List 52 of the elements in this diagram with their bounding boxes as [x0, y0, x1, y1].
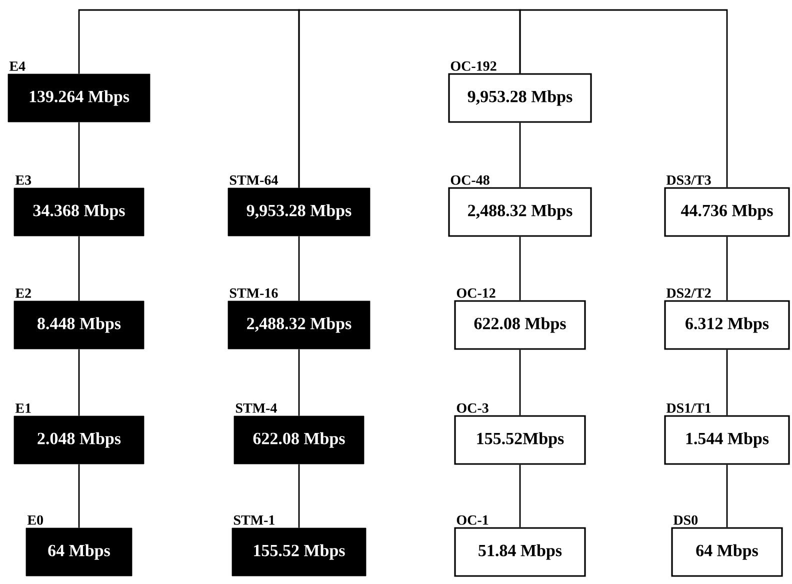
rate-box: 6.312 Mbps	[664, 300, 790, 350]
connector-line	[726, 350, 728, 416]
connector-line	[78, 236, 80, 301]
rate-box: 44.736 Mbps	[664, 187, 790, 237]
level-label: E2	[15, 288, 31, 298]
connector-line	[298, 349, 300, 416]
connector-line	[519, 236, 521, 300]
rate-box: 34.368 Mbps	[14, 188, 144, 236]
rate-box: 2,488.32 Mbps	[448, 187, 592, 237]
rate-box: 2.048 Mbps	[14, 416, 144, 464]
rate-box: 2,488.32 Mbps	[228, 300, 370, 350]
level-label: OC-1	[456, 515, 488, 525]
rate-box: 139.264 Mbps	[8, 74, 150, 122]
rate-box: 8.448 Mbps	[14, 300, 144, 350]
rate-box: 9,953.28 Mbps	[228, 188, 370, 236]
level-label: DS1/T1	[666, 403, 711, 413]
level-label: STM-16	[230, 288, 278, 298]
level-label: OC-12	[456, 288, 496, 298]
rate-box: 64 Mbps	[26, 528, 132, 576]
level-label: STM-4	[236, 403, 277, 413]
connector-line	[78, 349, 80, 416]
level-label: E4	[9, 62, 26, 71]
level-label: OC-48	[450, 175, 490, 185]
level-label: DS2/T2	[666, 288, 711, 298]
connector-line	[519, 350, 521, 416]
connector-line	[519, 122, 521, 188]
level-label: STM-1	[234, 515, 274, 525]
connector-line	[726, 464, 728, 528]
rate-box: 51.84 Mbps	[454, 527, 586, 577]
connector-line	[78, 122, 80, 188]
rate-box: 622.08 Mbps	[234, 416, 364, 464]
level-label: E1	[15, 404, 31, 413]
rate-box: 155.52 Mbps	[232, 528, 366, 576]
connector-line	[298, 464, 300, 528]
level-label: E0	[27, 515, 43, 525]
connector-line	[298, 9, 521, 188]
rate-box: 1.544 Mbps	[664, 415, 790, 465]
rate-box: 622.08 Mbps	[454, 300, 586, 350]
connector-line	[726, 236, 728, 300]
rate-box: 9,953.28 Mbps	[448, 73, 592, 123]
rate-box: 64 Mbps	[671, 527, 783, 577]
level-label: E3	[15, 175, 32, 185]
connector-line	[78, 464, 80, 528]
level-label: STM-64	[230, 175, 278, 185]
level-label: DS0	[673, 515, 698, 525]
level-label: DS3/T3	[666, 175, 711, 185]
connector-line	[519, 9, 728, 188]
connector-line	[519, 464, 521, 528]
level-label: OC-3	[456, 403, 488, 413]
rate-box: 155.52Mbps	[454, 415, 586, 465]
connector-line	[298, 236, 300, 301]
level-label: OC-192	[450, 61, 496, 71]
